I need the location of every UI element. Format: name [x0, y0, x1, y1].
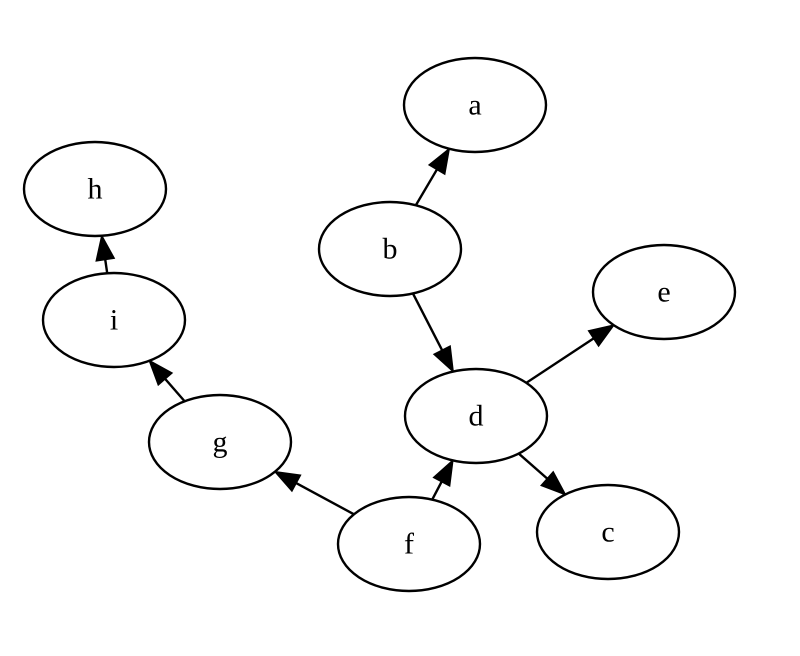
- edge-line: [104, 259, 109, 274]
- node-e: e: [591, 243, 737, 341]
- node-label: b: [383, 233, 398, 266]
- node-c: c: [535, 483, 681, 581]
- node-b: b: [317, 200, 463, 298]
- node-label: a: [468, 89, 481, 122]
- arrowhead: [540, 470, 567, 496]
- arrowhead: [432, 344, 455, 374]
- node-i: i: [41, 271, 187, 369]
- node-d: d: [403, 367, 549, 465]
- node-label: f: [404, 528, 414, 561]
- edge-line: [517, 452, 549, 480]
- graph-nodes: a b c d e f g h i: [22, 56, 737, 593]
- node-label: i: [110, 304, 118, 337]
- node-h: h: [22, 140, 168, 238]
- node-label: d: [469, 400, 484, 433]
- node-ellipse: [317, 200, 463, 298]
- arrowhead: [273, 470, 302, 493]
- node-label: h: [88, 173, 103, 206]
- edge-d-to-e: [525, 324, 616, 384]
- node-ellipse: [535, 483, 681, 581]
- node-label: c: [601, 516, 614, 549]
- node-g: g: [147, 393, 293, 491]
- edge-line: [414, 168, 438, 206]
- edge-line: [411, 292, 444, 351]
- arrowhead: [95, 233, 116, 262]
- edge-d-to-c: [517, 452, 567, 496]
- edge-b-to-d: [411, 292, 455, 374]
- node-ellipse: [147, 393, 293, 491]
- node-ellipse: [402, 56, 548, 154]
- node-ellipse: [403, 367, 549, 465]
- node-f: f: [336, 495, 482, 593]
- arrowhead: [148, 359, 174, 387]
- edge-line: [164, 378, 186, 403]
- edge-f-to-g: [273, 470, 355, 516]
- graph-edges: [95, 146, 616, 516]
- edge-b-to-a: [414, 146, 451, 206]
- arrowhead: [432, 458, 454, 487]
- node-ellipse: [41, 271, 187, 369]
- edge-line: [525, 337, 595, 384]
- node-label: e: [657, 276, 670, 309]
- arrowhead: [587, 324, 616, 348]
- node-ellipse: [22, 140, 168, 238]
- node-ellipse: [591, 243, 737, 341]
- node-label: g: [213, 426, 228, 459]
- arrowhead: [427, 146, 451, 176]
- edge-line: [431, 481, 443, 501]
- edge-line: [295, 482, 355, 516]
- edge-i-to-h: [95, 233, 116, 274]
- node-ellipse: [336, 495, 482, 593]
- node-a: a: [402, 56, 548, 154]
- edge-g-to-i: [148, 359, 186, 403]
- edge-f-to-d: [431, 458, 454, 501]
